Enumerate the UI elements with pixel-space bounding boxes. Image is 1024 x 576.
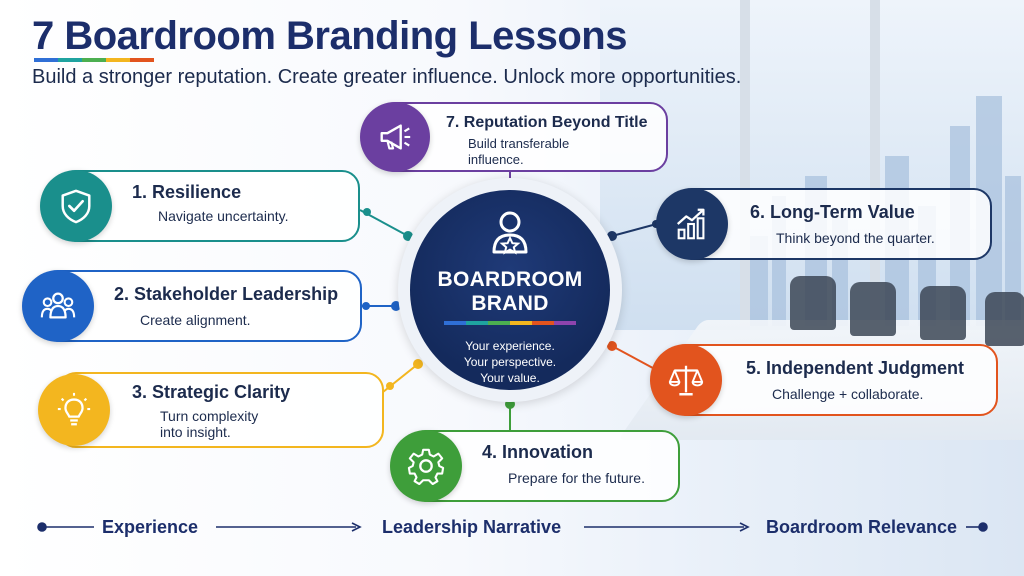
lesson-desc: Navigate uncertainty. bbox=[158, 208, 289, 224]
people-group-icon bbox=[40, 292, 76, 319]
lesson-desc-line2: influence. bbox=[468, 152, 524, 167]
hub-title-line1: BOARDROOM bbox=[437, 268, 583, 291]
flow-step-leadership-narrative: Leadership Narrative bbox=[382, 517, 562, 537]
boardroom-brand-hub: BOARDROOM BRAND Your experience. Your pe… bbox=[410, 190, 610, 390]
lesson-card-innovation: 4. Innovation Prepare for the future. bbox=[390, 430, 680, 502]
lesson-desc-line1: Build transferable bbox=[468, 136, 570, 151]
lightbulb-icon bbox=[57, 392, 91, 426]
lesson-number: 4. bbox=[482, 442, 498, 462]
lesson-number: 1. bbox=[132, 182, 148, 202]
megaphone-icon bbox=[380, 124, 411, 150]
lesson-title: Long-Term Value bbox=[770, 202, 915, 222]
hub-line-perspective: Your perspective. bbox=[463, 355, 557, 369]
lesson-title: Resilience bbox=[152, 182, 242, 202]
lesson-card-strategic-clarity: 3. Strategic Clarity Turn complexity int… bbox=[38, 372, 384, 448]
title-accent-bar bbox=[34, 58, 154, 62]
lesson-title: Reputation Beyond Title bbox=[463, 114, 648, 131]
lesson-number: 6. bbox=[750, 202, 766, 222]
hub-line-experience: Your experience. bbox=[465, 339, 555, 353]
lesson-title: Strategic Clarity bbox=[152, 382, 291, 402]
lesson-number: 7. bbox=[446, 114, 460, 131]
hub-line-value: Your value. bbox=[480, 371, 540, 385]
lesson-title: Innovation bbox=[502, 442, 594, 462]
lesson-desc: Think beyond the quarter. bbox=[776, 230, 935, 246]
lesson-card-independent-judgment: 5. Independent Judgment Challenge + coll… bbox=[650, 344, 998, 416]
lesson-desc-line1: Turn complexity bbox=[160, 408, 259, 424]
lesson-number: 3. bbox=[132, 382, 148, 402]
growth-chart-icon bbox=[676, 208, 705, 240]
lesson-desc-line2: into insight. bbox=[160, 424, 231, 440]
flow-step-experience: Experience bbox=[102, 517, 199, 537]
flow-step-boardroom-relevance: Boardroom Relevance bbox=[766, 517, 958, 537]
person-star-icon bbox=[492, 211, 528, 255]
hub-accent-bar bbox=[444, 321, 576, 325]
scales-icon bbox=[668, 365, 704, 396]
lesson-number: 5. bbox=[746, 358, 762, 378]
lesson-desc: Prepare for the future. bbox=[508, 470, 645, 486]
lesson-desc: Create alignment. bbox=[140, 312, 251, 328]
shield-check-icon bbox=[61, 189, 91, 224]
hub-title-line2: BRAND bbox=[471, 292, 549, 315]
lesson-card-resilience: 1. Resilience Navigate uncertainty. bbox=[40, 170, 360, 242]
lesson-desc: Challenge + collaborate. bbox=[772, 386, 924, 402]
lesson-title: Stakeholder Leadership bbox=[134, 284, 339, 304]
page-subtitle: Build a stronger reputation. Create grea… bbox=[32, 66, 742, 88]
gear-icon bbox=[407, 448, 445, 485]
lesson-card-reputation: 7. Reputation Beyond Title Build transfe… bbox=[360, 102, 668, 172]
lesson-title: Independent Judgment bbox=[766, 358, 965, 378]
lesson-card-long-term-value: 6. Long-Term Value Think beyond the quar… bbox=[656, 188, 992, 260]
page-title: 7 Boardroom Branding Lessons bbox=[32, 14, 627, 58]
lesson-number: 2. bbox=[114, 284, 130, 304]
lesson-card-stakeholder-leadership: 2. Stakeholder Leadership Create alignme… bbox=[22, 270, 362, 342]
